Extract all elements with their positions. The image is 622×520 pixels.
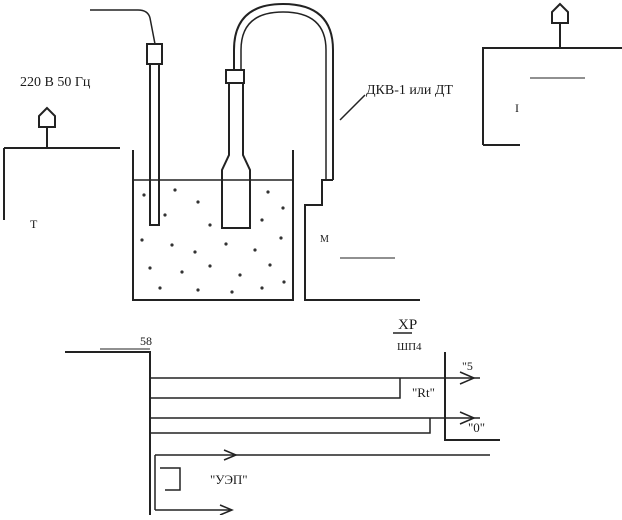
- arrow-1: [459, 371, 476, 385]
- terminal-strip: [65, 351, 151, 515]
- signal-rt-label: "Rt": [412, 385, 435, 400]
- wire-2: [150, 378, 401, 399]
- arrow-2: [459, 411, 476, 425]
- connector-body: [444, 352, 500, 441]
- signal-uep-label: "УЭП": [210, 472, 248, 487]
- power-block-outline: [3, 147, 120, 220]
- thermostat-fragment: Т: [30, 217, 38, 231]
- connector-label: ХР: [398, 317, 417, 333]
- wire-uep-loop: [154, 455, 181, 510]
- sensor-bulb: [221, 83, 251, 229]
- capillary-tube-inner: [240, 11, 327, 180]
- sensor-fitting: [225, 69, 245, 84]
- sensor-leader: [339, 94, 366, 121]
- box-fragment: М: [320, 234, 329, 245]
- right-block: [482, 47, 622, 146]
- terminal-symbol-left: [38, 106, 56, 148]
- right-fragment: І: [515, 101, 519, 115]
- signal-0-label: "0": [468, 420, 485, 435]
- probe-head: [146, 43, 163, 65]
- sensor-label: ДКВ-1 или ДТ: [366, 83, 453, 98]
- probe-tube: [149, 64, 160, 226]
- arrow-uep-2: [219, 504, 234, 516]
- arrow-uep-1: [223, 449, 238, 461]
- bath-vessel: [132, 150, 294, 301]
- measuring-box: [304, 179, 420, 301]
- probe-leader: [90, 9, 156, 45]
- terminal-symbol-right: [551, 2, 569, 48]
- connector-sublabel: ШП4: [397, 341, 422, 353]
- wire-4: [150, 418, 431, 434]
- capillary-tube: [233, 2, 334, 180]
- power-label: 220 В 50 Гц: [20, 75, 91, 90]
- signal-5-label: "5: [462, 359, 473, 373]
- liquid-particles: [140, 188, 286, 294]
- pin-number: 58: [140, 334, 152, 348]
